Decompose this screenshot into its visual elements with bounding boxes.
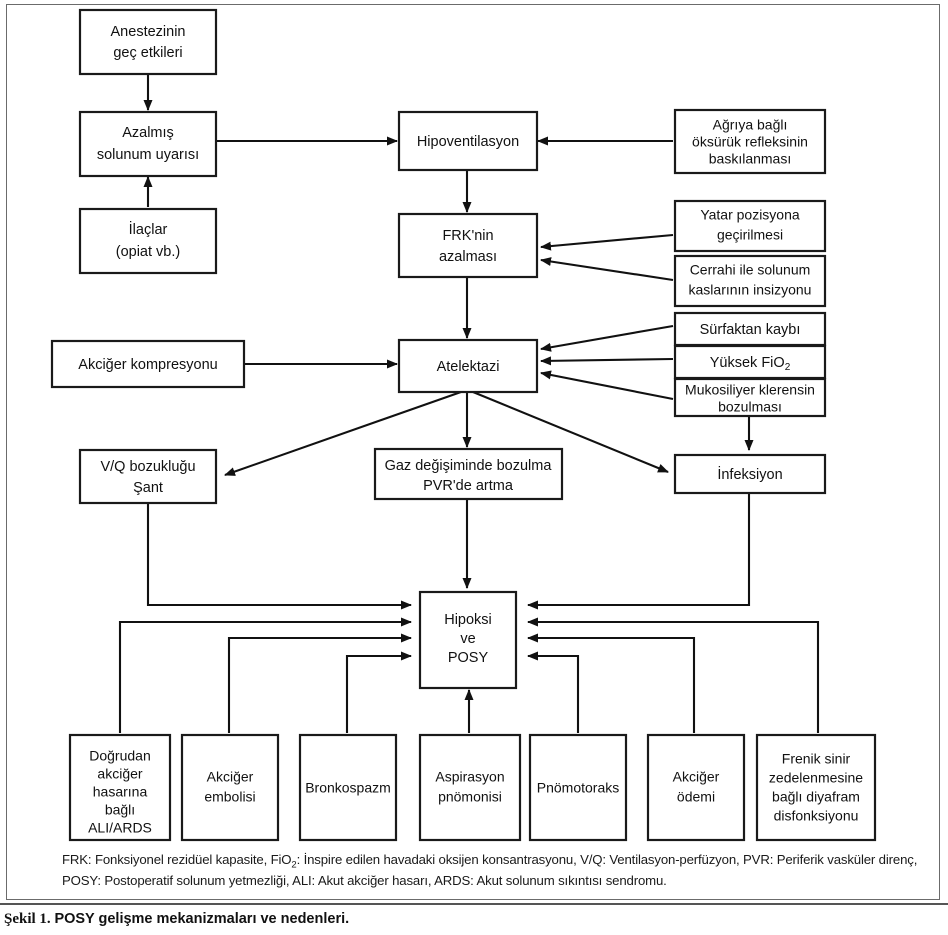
node-anestezi[interactable]: Anestezinin geç etkileri	[78, 8, 218, 76]
node-yatar-line2: geçirilmesi	[717, 227, 783, 243]
node-cerrahi-line1: Cerrahi ile solunum	[690, 262, 811, 278]
node-dogrudan[interactable]: Doğrudan akciğer hasarına bağlı ALI/ARDS	[68, 733, 172, 842]
node-hipoksi-line1: Hipoksi	[444, 612, 492, 628]
node-mukosiliyer-line1: Mukosiliyer klerensin	[685, 382, 815, 398]
node-frk[interactable]: FRK'nin azalması	[397, 212, 539, 279]
node-odem-line1: Akciğer	[673, 769, 720, 785]
node-gaz[interactable]: Gaz değişiminde bozulma PVR'de artma	[373, 447, 564, 501]
node-agri[interactable]: Ağrıya bağlı öksürük refleksinin baskıla…	[673, 108, 827, 175]
legend-line3: sıkıntısı sendromu.	[558, 873, 667, 889]
node-dogrudan-line5: ALI/ARDS	[88, 820, 152, 836]
edge-bronkospazm-hipoksi	[345, 651, 412, 733]
node-fio2[interactable]: Yüksek FiO2	[673, 344, 827, 380]
node-infeksiyon[interactable]: İnfeksiyon	[673, 453, 827, 495]
node-hipoventilasyon[interactable]: Hipoventilasyon	[397, 110, 539, 172]
node-emboli-line1: Akciğer	[207, 769, 254, 785]
node-dogrudan-line2: akciğer	[97, 766, 142, 782]
node-ilaclar-line2: (opiat vb.)	[116, 244, 180, 260]
node-gaz-line1: Gaz değişiminde bozulma	[385, 458, 553, 474]
node-dogrudan-line1: Doğrudan	[89, 748, 151, 764]
node-vq[interactable]: V/Q bozukluğu Şant	[78, 448, 218, 505]
edge-pnomotoraks-hipoksi	[527, 651, 580, 733]
node-bronkospazm-label: Bronkospazm	[305, 780, 391, 796]
edge-atelektazi-vq	[224, 391, 462, 476]
node-frenik-line2: zedelenmesine	[769, 770, 863, 786]
node-mukosiliyer[interactable]: Mukosiliyer klerensin bozulması	[673, 377, 827, 418]
node-emboli-line2: embolisi	[204, 789, 255, 805]
node-hipoksi[interactable]: Hipoksi ve POSY	[418, 590, 518, 690]
node-agri-line3: baskılanması	[709, 151, 791, 167]
legend-line1-subscript: 2	[291, 859, 297, 871]
node-cerrahi[interactable]: Cerrahi ile solunum kaslarının insizyonu	[673, 254, 827, 308]
edge-cerrahi-frk	[540, 257, 674, 282]
node-kompresyon[interactable]: Akciğer kompresyonu	[50, 339, 246, 389]
edge-emboli-hipoksi	[227, 633, 412, 733]
node-hipoventilasyon-label: Hipoventilasyon	[417, 134, 519, 150]
node-atelektazi-label: Atelektazi	[437, 359, 500, 375]
node-surfaktan[interactable]: Sürfaktan kaybı	[673, 311, 827, 347]
edge-mukosiliyer-atelektazi	[540, 370, 674, 401]
edge-frenik-hipoksi	[527, 617, 820, 733]
edge-surfaktan-atelektazi	[540, 324, 674, 352]
node-pnomotoraks[interactable]: Pnömotoraks	[528, 733, 628, 842]
caption-divider	[0, 903, 948, 905]
node-azalmis-line1: Azalmış	[122, 125, 174, 141]
figure-legend: FRK: Fonksiyonel rezidüel kapasite, FiO2…	[62, 851, 938, 891]
node-aspirasyon[interactable]: Aspirasyon pnömonisi	[418, 733, 522, 842]
node-agri-line2: öksürük refleksinin	[692, 134, 808, 150]
node-yatar-line1: Yatar pozisyona	[700, 207, 800, 223]
node-anestezi-line2: geç etkileri	[113, 45, 182, 61]
node-hipoksi-line2: ve	[460, 631, 475, 647]
node-pnomotoraks-label: Pnömotoraks	[537, 780, 619, 796]
node-surfaktan-label: Sürfaktan kaybı	[700, 322, 801, 338]
node-odem-line2: ödemi	[677, 789, 715, 805]
legend-line2: PVR: Periferik vasküler direnç, POSY: Po…	[62, 852, 918, 889]
node-atelektazi[interactable]: Atelektazi	[397, 338, 539, 394]
node-mukosiliyer-line2: bozulması	[718, 399, 782, 415]
legend-line1-part-a: FRK: Fonksiyonel rezidüel kapasite, FiO	[62, 852, 292, 867]
node-kompresyon-label: Akciğer kompresyonu	[78, 357, 217, 373]
node-frk-line1: FRK'nin	[442, 228, 493, 244]
node-cerrahi-line2: kaslarının insizyonu	[689, 282, 812, 298]
edge-infeksiyon-hipoksi	[527, 493, 751, 610]
node-frenik-line1: Frenik sinir	[782, 751, 851, 767]
node-fio2-label: Yüksek FiO2	[710, 355, 791, 373]
node-frenik[interactable]: Frenik sinir zedelenmesine bağlı diyafra…	[755, 733, 877, 842]
node-infeksiyon-label: İnfeksiyon	[717, 465, 782, 483]
node-azalmis-line2: solunum uyarısı	[97, 147, 199, 163]
legend-line1-part-b: : İnspire edilen havadaki oksijen konsan…	[296, 852, 740, 867]
node-frenik-line4: disfonksiyonu	[774, 808, 859, 824]
figure-caption: Şekil 1. POSY gelişme mekanizmaları ve n…	[4, 911, 934, 928]
edge-vq-hipoksi	[146, 503, 412, 610]
node-azalmis[interactable]: Azalmış solunum uyarısı	[78, 110, 218, 178]
node-aspirasyon-line1: Aspirasyon	[435, 769, 504, 785]
connector-layer	[118, 74, 820, 733]
node-aspirasyon-line2: pnömonisi	[438, 789, 502, 805]
node-gaz-line2: PVR'de artma	[423, 478, 514, 494]
edge-fio2-atelektazi	[540, 356, 674, 366]
edge-odem-hipoksi	[527, 633, 696, 733]
node-anestezi-line1: Anestezinin	[111, 24, 186, 40]
node-hipoksi-line3: POSY	[448, 650, 489, 666]
edge-dogrudan-hipoksi	[118, 617, 412, 733]
node-emboli[interactable]: Akciğer embolisi	[180, 733, 280, 842]
edge-yatar-frk	[540, 233, 674, 251]
node-odem[interactable]: Akciğer ödemi	[646, 733, 746, 842]
node-ilaclar[interactable]: İlaçlar (opiat vb.)	[78, 207, 218, 275]
node-vq-line2: Şant	[133, 480, 163, 496]
flowchart-svg: Anestezinin geç etkileri Azalmış solunum…	[50, 8, 877, 842]
node-dogrudan-line3: hasarına	[93, 784, 148, 800]
caption-label: Şekil 1.	[4, 911, 51, 927]
node-agri-line1: Ağrıya bağlı	[713, 117, 788, 133]
node-yatar[interactable]: Yatar pozisyona geçirilmesi	[673, 199, 827, 253]
node-ilaclar-line1: İlaçlar	[129, 220, 168, 238]
edge-atelektazi-infeksiyon	[472, 391, 669, 473]
node-frenik-line3: bağlı diyafram	[772, 789, 860, 805]
node-frk-line2: azalması	[439, 249, 497, 265]
node-dogrudan-line4: bağlı	[105, 802, 135, 818]
node-vq-line1: V/Q bozukluğu	[100, 459, 195, 475]
node-bronkospazm[interactable]: Bronkospazm	[298, 733, 398, 842]
caption-text: POSY gelişme mekanizmaları ve nedenleri.	[54, 911, 350, 927]
